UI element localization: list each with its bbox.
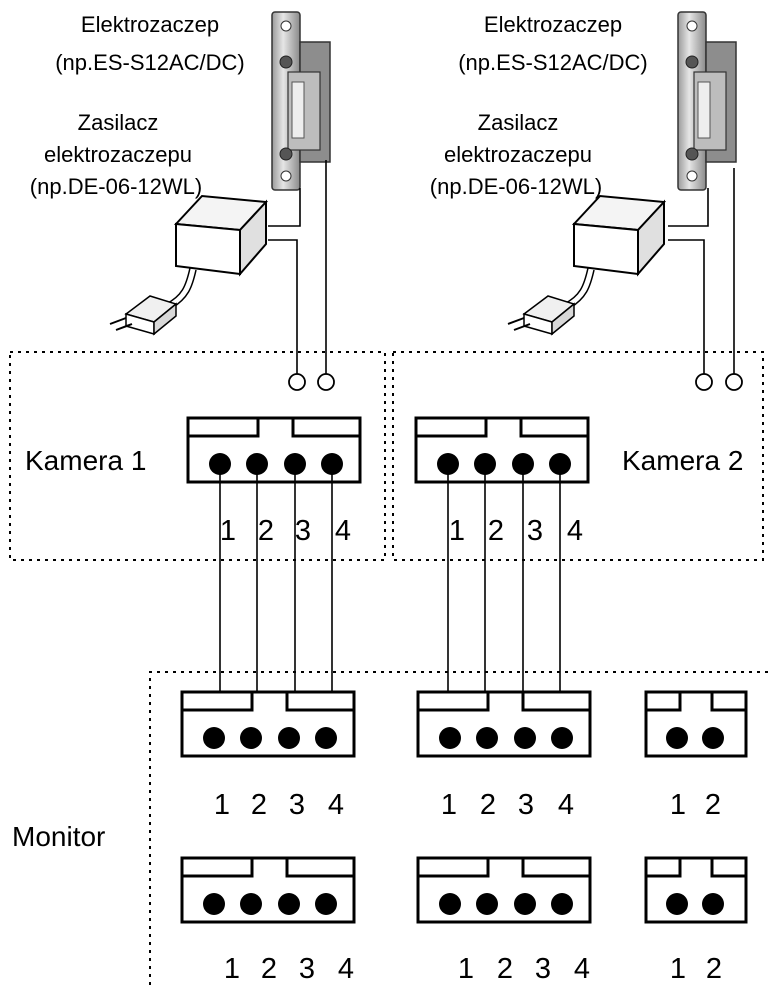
monitor-label: Monitor: [12, 821, 105, 852]
monitor-bottom-b-pin-4: 4: [574, 953, 590, 985]
camera2-terminal-a: [695, 373, 713, 391]
monitor-top-a-pin-3: 3: [289, 789, 305, 821]
psu1-label-line3: (np.DE-06-12WL): [30, 174, 202, 199]
monitor-top-b-pin-3: 3: [518, 789, 534, 821]
monitor-bottom-a-pin-3: 3: [299, 953, 315, 985]
camera2-connector: [414, 416, 590, 484]
monitor-top-a-pin-2: 2: [251, 789, 267, 821]
monitor-top-pin-numbers: 1 2 3 4 1 2 3 4 1 2: [214, 789, 721, 821]
monitor-top-a-pin-1: 1: [214, 789, 230, 821]
electric-strike-1: [271, 11, 331, 191]
monitor-connector-cam2-top: [416, 690, 592, 758]
monitor-connector-cam1-bottom: [180, 856, 356, 924]
camera1-terminal-a: [288, 373, 306, 391]
strike2-label-line2: (np.ES-S12AC/DC): [458, 50, 648, 75]
psu2-label-line3: (np.DE-06-12WL): [430, 174, 602, 199]
camera1-label: Kamera 1: [25, 445, 146, 476]
psu1-to-terminal-wire-a: [268, 239, 298, 374]
camera1-terminal-b: [317, 373, 335, 391]
monitor-bottom-c-pin-1: 1: [670, 953, 686, 985]
electric-strike-2: [677, 11, 737, 191]
monitor-bottom-c-pin-2: 2: [706, 953, 722, 985]
monitor-bottom-a-pin-4: 4: [338, 953, 354, 985]
monitor-connector-cam1-top: [180, 690, 356, 758]
monitor-top-c-pin-1: 1: [670, 789, 686, 821]
camera2-terminal-b: [725, 373, 743, 391]
camera1-pin-numbers: 1 2 3 4: [220, 515, 351, 547]
camera2-pin-2: 2: [488, 515, 504, 547]
monitor-bottom-pin-numbers: 1 2 3 4 1 2 3 4 1 2: [224, 953, 722, 985]
camera1-connector: [186, 416, 362, 484]
monitor-connector-2pin-top: [644, 690, 748, 758]
monitor-bottom-a-pin-2: 2: [261, 953, 277, 985]
monitor-bottom-b-pin-3: 3: [535, 953, 551, 985]
monitor-top-a-pin-4: 4: [328, 789, 344, 821]
psu2-label-line1: Zasilacz: [478, 110, 559, 135]
camera2-pin-4: 4: [567, 515, 583, 547]
camera1-enclosure: [9, 351, 386, 561]
monitor-connector-cam2-bottom: [416, 856, 592, 924]
camera2-label: Kamera 2: [622, 445, 743, 476]
camera1-pin-3: 3: [295, 515, 311, 547]
monitor-top-b-pin-2: 2: [480, 789, 496, 821]
power-supply-2: [507, 195, 665, 335]
strike1-label-line1: Elektrozaczep: [81, 12, 219, 37]
monitor-connector-2pin-bottom: [644, 856, 748, 924]
strike1-label-line2: (np.ES-S12AC/DC): [55, 50, 245, 75]
camera2-to-monitor-wires: [447, 464, 561, 732]
strike1-to-psu-wire: [268, 188, 301, 227]
monitor-bottom-b-pin-1: 1: [458, 953, 474, 985]
camera2-pin-3: 3: [527, 515, 543, 547]
camera1-pin-4: 4: [335, 515, 351, 547]
monitor-top-c-pin-2: 2: [705, 789, 721, 821]
monitor-bottom-b-pin-2: 2: [497, 953, 513, 985]
psu1-label-line2: elektrozaczepu: [44, 142, 192, 167]
power-supply-1: [109, 195, 267, 335]
psu2-label-line2: elektrozaczepu: [444, 142, 592, 167]
strike2-label-line1: Elektrozaczep: [484, 12, 622, 37]
monitor-top-b-pin-1: 1: [441, 789, 457, 821]
camera2-pin-numbers: 1 2 3 4: [449, 515, 583, 547]
psu2-to-terminal-wire-a: [668, 239, 705, 374]
camera1-pin-2: 2: [258, 515, 274, 547]
strike2-to-psu-wire: [668, 188, 709, 227]
camera1-to-monitor-wires: [219, 464, 333, 732]
monitor-top-b-pin-4: 4: [558, 789, 574, 821]
camera2-pin-1: 1: [449, 515, 465, 547]
monitor-bottom-a-pin-1: 1: [224, 953, 240, 985]
psu1-label-line1: Zasilacz: [78, 110, 159, 135]
monitor-enclosure: [149, 671, 768, 985]
camera2-enclosure: [392, 351, 764, 561]
camera1-pin-1: 1: [220, 515, 236, 547]
